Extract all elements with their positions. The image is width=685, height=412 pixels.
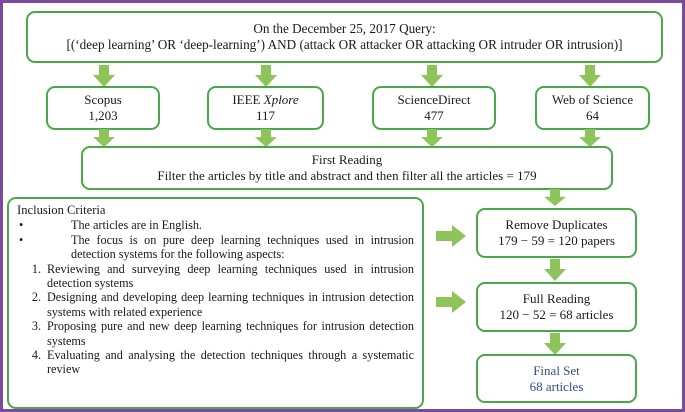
database-box-sciencedirect: ScienceDirect 477 [372, 86, 496, 130]
list-item: 1. Reviewing and surveying deep learning… [31, 261, 414, 291]
first-reading-text: Filter the articles by title and abstrac… [157, 168, 537, 183]
arrow-down-icon [421, 129, 443, 147]
database-name: IEEE Xplore [232, 92, 299, 107]
database-name: ScienceDirect [397, 92, 471, 107]
bullet-icon: • [19, 218, 24, 233]
bullet-icon: • [19, 232, 24, 247]
arrow-right-icon [436, 291, 466, 313]
inclusion-criteria-box: Inclusion Criteria • The articles are in… [7, 197, 424, 409]
arrow-down-icon [579, 129, 601, 147]
database-name: Web of Science [551, 92, 634, 107]
remove-duplicates-box: Remove Duplicates 179 − 59 = 120 papers [476, 208, 637, 258]
arrow-down-icon [255, 129, 277, 147]
full-reading-box: Full Reading 120 − 52 = 68 articles [476, 282, 637, 332]
arrow-down-icon [421, 65, 443, 87]
final-set-box: Final Set 68 articles [476, 354, 637, 403]
database-count: 477 [424, 108, 444, 123]
query-box: On the December 25, 2017 Query: [(‘deep … [26, 11, 663, 63]
query-title: On the December 25, 2017 Query: [253, 21, 436, 36]
database-name: Scopus [84, 92, 122, 107]
list-item: 2. Designing and developing deep learnin… [31, 290, 414, 319]
first-reading-title: First Reading [311, 152, 383, 167]
list-item: 3. Proposing pure and new deep learning … [31, 319, 414, 348]
full-reading-title: Full Reading [522, 291, 591, 306]
database-count: 1,203 [88, 108, 118, 123]
full-reading-text: 120 − 52 = 68 articles [499, 307, 614, 322]
list-item: • The focus is on pure deep learning tec… [19, 232, 414, 262]
database-count: 64 [586, 108, 599, 123]
final-set-title: Final Set [533, 362, 580, 378]
arrow-down-icon [544, 189, 566, 206]
arrow-down-icon [579, 65, 601, 87]
arrow-down-icon [93, 65, 115, 87]
list-item: 4. Evaluating and analysing the detectio… [31, 348, 414, 377]
database-box-web-of-science: Web of Science 64 [535, 86, 650, 130]
first-reading-box: First Reading Filter the articles by tit… [81, 146, 613, 190]
final-set-text: 68 articles [529, 378, 584, 394]
remove-duplicates-text: 179 − 59 = 120 papers [498, 233, 615, 248]
remove-duplicates-title: Remove Duplicates [505, 217, 608, 232]
database-count: 117 [255, 108, 276, 123]
database-box-scopus: Scopus 1,203 [46, 86, 160, 130]
arrow-right-icon [436, 225, 466, 247]
arrow-down-icon [93, 129, 115, 147]
arrow-down-icon [544, 333, 566, 355]
arrow-down-icon [544, 259, 566, 281]
query-string: [(‘deep learning’ OR ‘deep-learning’) AN… [66, 37, 623, 52]
list-item: • The articles are in English. [19, 218, 202, 233]
inclusion-title: Inclusion Criteria [17, 203, 106, 217]
database-box-ieee: IEEE Xplore 117 [207, 86, 324, 130]
arrow-down-icon [255, 65, 277, 87]
